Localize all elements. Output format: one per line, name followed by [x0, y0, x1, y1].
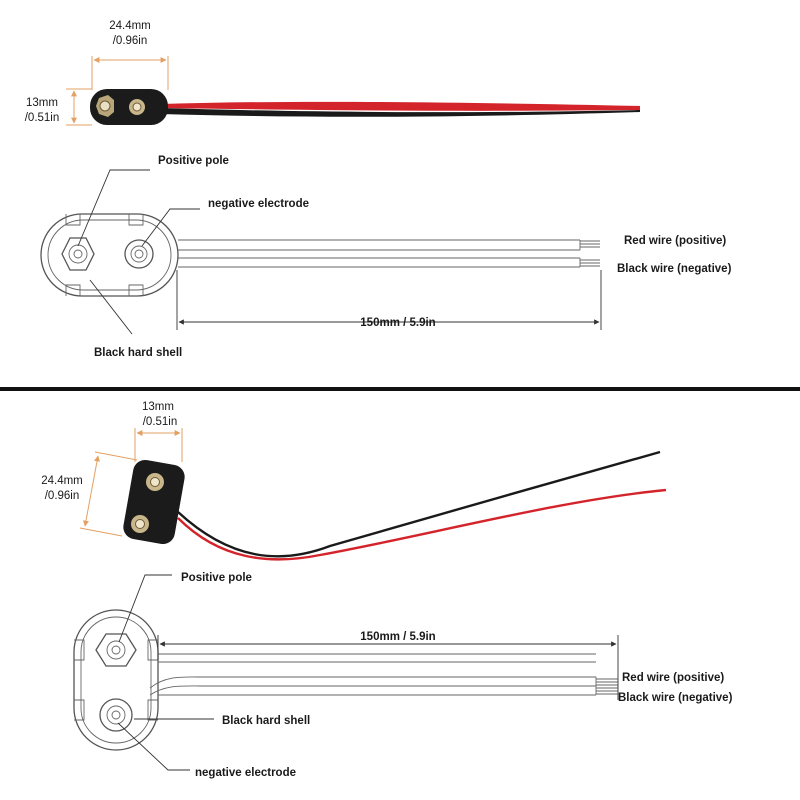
negative-terminal-icon — [129, 99, 145, 115]
bottom-length-dimension: 150mm / 5.9in — [157, 631, 619, 700]
top-positive-leader — [77, 169, 150, 247]
bottom-height-mm: 24.4mm — [41, 475, 83, 487]
bottom-positive-leader — [118, 574, 172, 643]
bottom-connector-photo — [123, 450, 667, 561]
bottom-section: 13mm /0.51in 24.4mm /0.96in — [41, 401, 732, 779]
top-width-in: /0.96in — [113, 35, 148, 47]
top-height-in: /0.51in — [25, 112, 60, 124]
top-shell-label: Black hard shell — [94, 347, 182, 359]
bottom-black-wire-label: Black wire (negative) — [618, 692, 733, 704]
black-wire — [160, 108, 640, 117]
red-wire — [160, 101, 640, 111]
bottom-width-mm: 13mm — [142, 401, 174, 413]
top-black-wire-label: Black wire (negative) — [617, 263, 732, 275]
top-height-mm: 13mm — [26, 97, 58, 109]
top-length-label: 150mm / 5.9in — [360, 317, 435, 329]
bottom-connector-body — [123, 459, 185, 545]
top-negative-electrode-label: negative electrode — [208, 198, 309, 210]
bottom-negative-electrode-label: negative electrode — [195, 767, 296, 779]
positive-terminal-icon — [96, 95, 114, 117]
top-hex-terminal-icon — [61, 237, 95, 271]
top-shell-outline — [40, 213, 179, 297]
bottom-wire-drawing — [149, 653, 618, 696]
bottom-hex-terminal-icon — [95, 633, 137, 667]
bottom-red-wire-label: Red wire (positive) — [622, 672, 724, 684]
top-positive-pole-label: Positive pole — [158, 155, 229, 167]
top-line-drawing — [40, 213, 600, 297]
bottom-line-drawing — [73, 609, 618, 751]
bottom-shell-label: Black hard shell — [222, 715, 310, 727]
black-wire — [177, 450, 661, 558]
top-section: 24.4mm /0.96in 13mm /0.51in — [25, 20, 732, 359]
bottom-height-dimension: 24.4mm /0.96in — [41, 451, 138, 537]
top-shell-leader — [89, 279, 133, 335]
bottom-width-in: /0.51in — [143, 416, 178, 428]
red-wire — [177, 488, 667, 561]
top-connector-photo — [90, 89, 640, 125]
bottom-height-in: /0.96in — [45, 490, 80, 502]
top-wire-drawing — [178, 239, 600, 268]
top-width-dimension: 24.4mm /0.96in — [91, 20, 169, 90]
bottom-shell-outline — [73, 609, 159, 751]
bottom-negative-leader — [117, 722, 190, 771]
top-height-dimension: 13mm /0.51in — [25, 88, 92, 126]
bottom-width-dimension: 13mm /0.51in — [134, 401, 183, 462]
negative-terminal-icon — [131, 515, 149, 533]
top-negative-leader — [141, 208, 200, 247]
top-width-mm: 24.4mm — [109, 20, 151, 32]
top-length-dimension: 150mm / 5.9in — [176, 270, 602, 330]
positive-terminal-icon — [146, 473, 164, 491]
bottom-positive-pole-label: Positive pole — [181, 572, 252, 584]
bottom-round-terminal-icon — [99, 698, 133, 732]
top-round-terminal-icon — [124, 239, 154, 269]
top-red-wire-label: Red wire (positive) — [624, 235, 726, 247]
bottom-length-label: 150mm / 5.9in — [360, 631, 435, 643]
